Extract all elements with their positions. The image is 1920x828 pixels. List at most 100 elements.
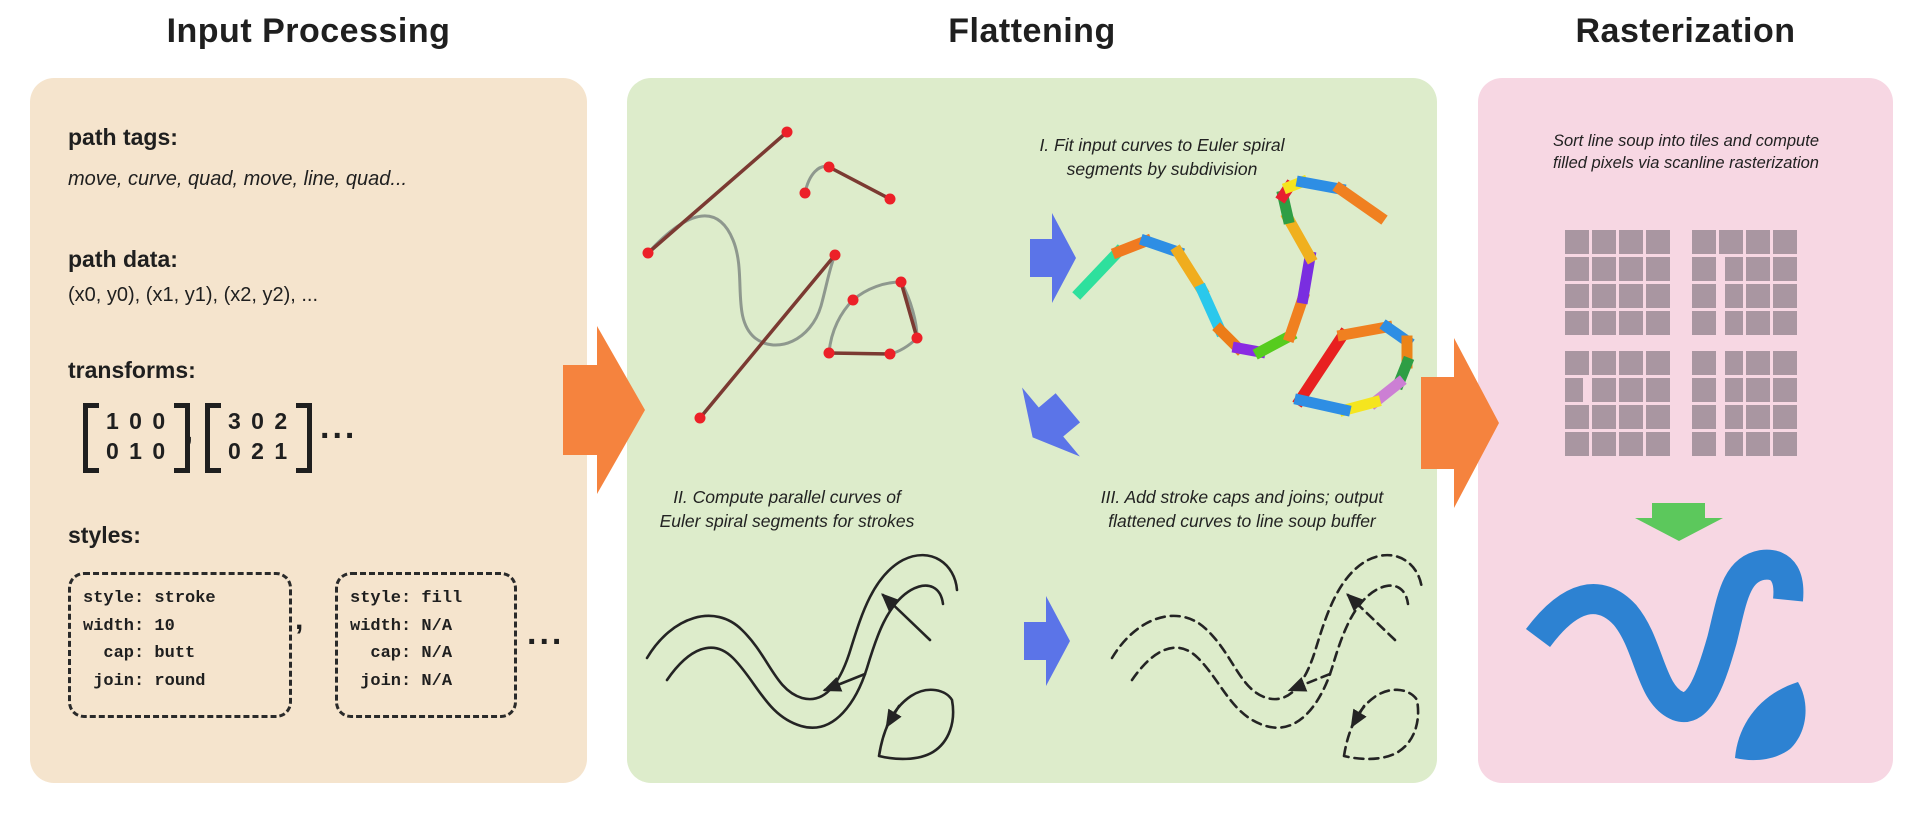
input-to-flattening-arrow: [563, 326, 645, 494]
tile-cell: [1619, 257, 1643, 281]
tile-cell: [1725, 311, 1743, 335]
tile-cell: [1725, 351, 1743, 375]
step1-arrow-icon: [1030, 213, 1076, 303]
tile-cell: [1746, 257, 1770, 281]
tile-cell: [1565, 257, 1589, 281]
style-comma: ,: [295, 603, 304, 636]
tile-cell: [1773, 378, 1797, 402]
tile-cell: [1746, 378, 1770, 402]
right-arrow-icon: [1421, 338, 1499, 508]
flattened-segments-figure: [1072, 174, 1388, 360]
tile-cell: [1773, 257, 1797, 281]
tile-cell: [1773, 351, 1797, 375]
tile-cell: [1592, 378, 1616, 402]
control-points: [642, 126, 923, 424]
tile-cell: [1719, 230, 1743, 254]
tile-cell: [1725, 257, 1743, 281]
tile-cell: [1646, 311, 1670, 335]
tile-cell: [1746, 351, 1770, 375]
tile-cell: [1725, 432, 1743, 456]
tile-cell: [1592, 230, 1616, 254]
path-data-label: path data:: [68, 246, 178, 272]
tile-cell: [1692, 284, 1716, 308]
matrix-bracket-left: [205, 403, 221, 473]
tile-cell: [1773, 405, 1797, 429]
style-box-text: style: stroke width: 10 cap: butt join: …: [83, 589, 216, 691]
styles-label: styles:: [68, 522, 141, 548]
tile-cell: [1725, 405, 1743, 429]
tile-cell: [1565, 311, 1589, 335]
tile-cell: [1592, 432, 1616, 456]
tile-cell: [1692, 351, 1716, 375]
flattening-to-rasterization-arrow: [1421, 338, 1499, 508]
down-arrow-icon: [1635, 503, 1723, 541]
path-data-value: (x0, y0), (x1, y1), (x2, y2), ...: [68, 284, 319, 306]
parallel-curves-figure: [647, 555, 957, 759]
tile-block: [1692, 351, 1797, 456]
style-box-stroke: style: stroke width: 10 cap: butt join: …: [68, 572, 292, 718]
tile-cell: [1773, 230, 1797, 254]
step3-arrow-icon: [1024, 596, 1070, 686]
tile-cell: [1619, 378, 1643, 402]
tile-block: [1565, 230, 1670, 335]
tile-cell: [1592, 311, 1616, 335]
rasterization-caption: Sort line soup into tiles and compute fi…: [1553, 132, 1819, 173]
tile-cell: [1592, 257, 1616, 281]
input-processing-panel: path tags: move, curve, quad, move, line…: [30, 78, 587, 783]
tile-block: [1565, 351, 1670, 456]
tile-cell: [1725, 284, 1743, 308]
tile-cell: [1646, 378, 1670, 402]
tile-cell: [1773, 432, 1797, 456]
tile-cell: [1773, 284, 1797, 308]
caption-step3: III. Add stroke caps and joins; output f…: [1100, 487, 1384, 531]
tile-cell: [1619, 351, 1643, 375]
tile-cell: [1746, 311, 1770, 335]
transforms-label: transforms:: [68, 357, 196, 383]
tile-cell: [1692, 378, 1716, 402]
tile-cell: [1646, 230, 1670, 254]
flattened-leaf-figure: [1292, 319, 1415, 417]
matrix-bracket-right: [296, 403, 313, 473]
tile-cell: [1746, 405, 1770, 429]
input-processing-title: Input Processing: [166, 12, 451, 50]
style-ellipsis: ...: [527, 614, 565, 652]
tile-cell: [1565, 351, 1589, 375]
tile-cell: [1619, 311, 1643, 335]
tile-cell: [1646, 257, 1670, 281]
matrix-bracket-right: [174, 403, 191, 473]
tile-cell: [1646, 284, 1670, 308]
matrix-comma: ,: [185, 416, 193, 447]
tile-cell: [1692, 405, 1716, 429]
tile-cell: [1773, 311, 1797, 335]
right-arrow-icon: [563, 326, 645, 494]
tile-cell: [1619, 405, 1643, 429]
input-curves-figure: [642, 126, 923, 424]
tile-cell: [1692, 257, 1716, 281]
tile-cell: [1746, 230, 1770, 254]
tile-cell: [1565, 230, 1589, 254]
tile-cell: [1692, 432, 1716, 456]
matrix-bracket-left: [83, 403, 99, 473]
rasterization-panel: Sort line soup into tiles and compute fi…: [1478, 78, 1893, 783]
tile-cell: [1646, 432, 1670, 456]
tile-cell: [1646, 405, 1670, 429]
tile-cell: [1646, 351, 1670, 375]
style-box-fill: style: fill width: N/A cap: N/A join: N/…: [335, 572, 517, 718]
tile-cell: [1592, 351, 1616, 375]
step2-arrow-icon: [1022, 387, 1081, 457]
tile-cell: [1619, 284, 1643, 308]
tile-cell: [1725, 378, 1743, 402]
tile-cell: [1565, 405, 1589, 429]
tile-block: [1692, 230, 1797, 335]
dashed-line-soup-figure: [1112, 555, 1422, 759]
tile-cell: [1565, 432, 1589, 456]
caption-step1: I. Fit input curves to Euler spiral segm…: [1039, 135, 1285, 179]
caption-step2: II. Compute parallel curves of Euler spi…: [659, 487, 915, 531]
flattening-panel: I. Fit input curves to Euler spiral segm…: [627, 78, 1437, 783]
tile-cell: [1619, 432, 1643, 456]
